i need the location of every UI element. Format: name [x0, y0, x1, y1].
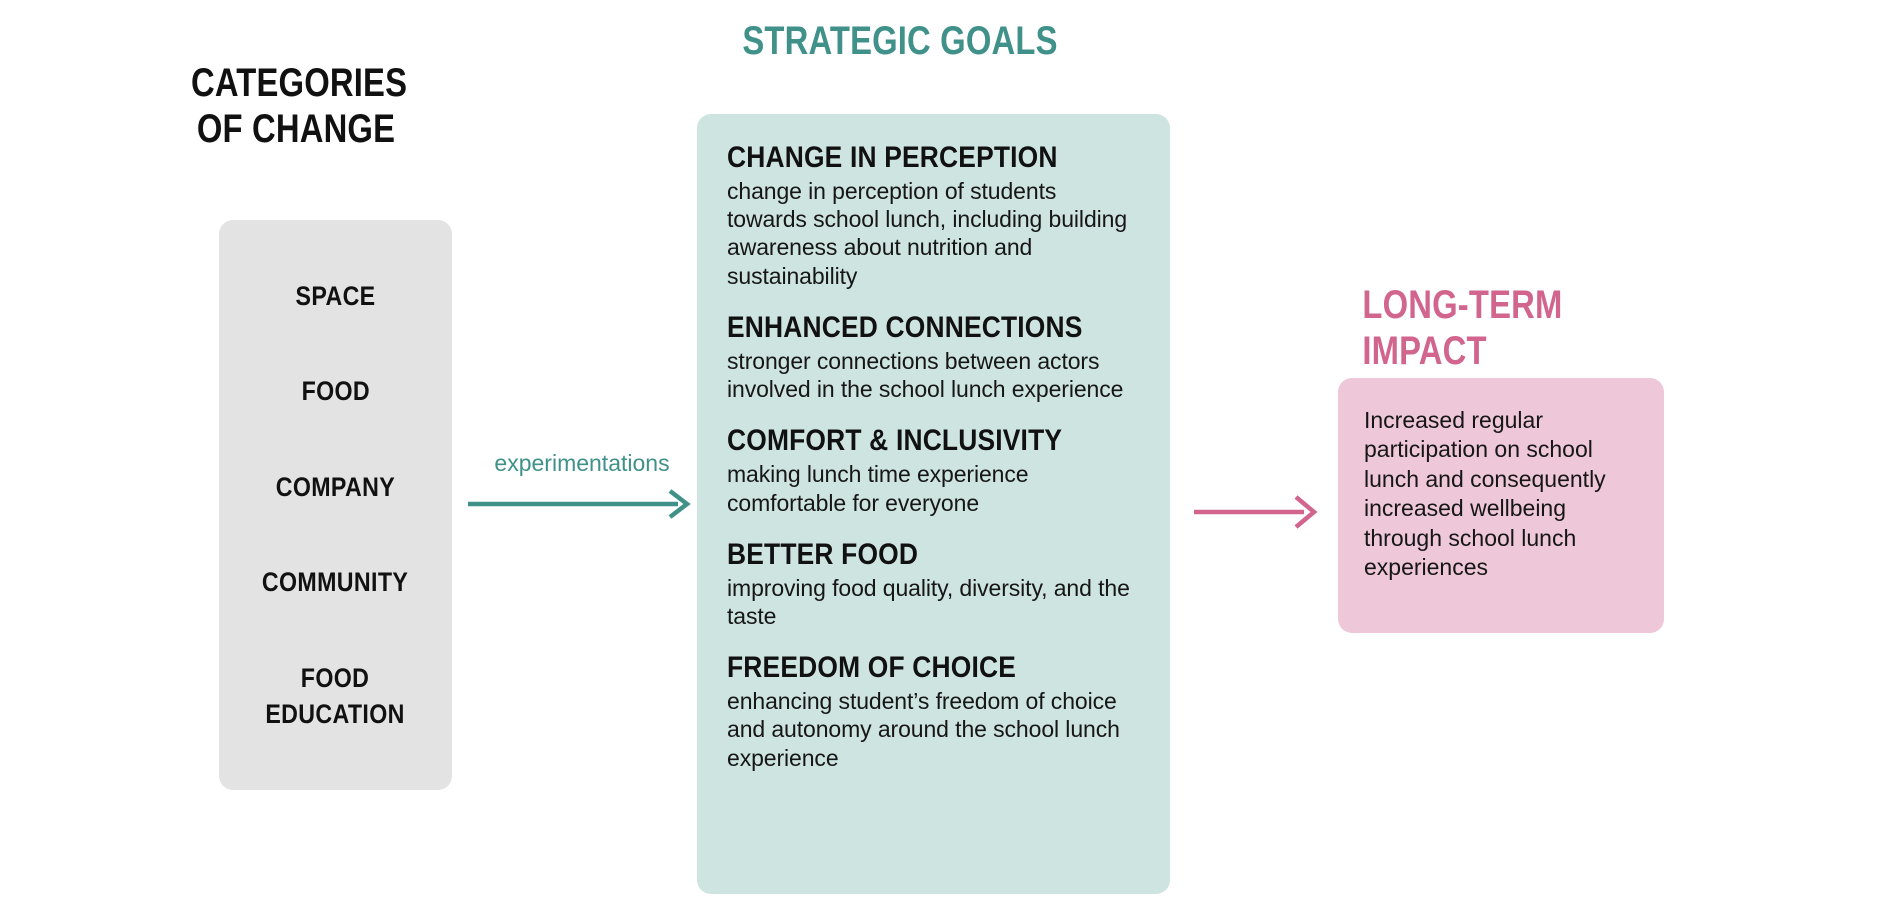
category-item-company[interactable]: COMPANY — [275, 471, 396, 502]
categories-heading: CATEGORIES OF CHANGE — [191, 61, 408, 152]
goal-description: improving food quality, diversity, and t… — [727, 574, 1130, 629]
goal-description: enhancing student’s freedom of choice an… — [727, 688, 1120, 771]
arrow-right-icon — [1194, 495, 1318, 529]
goal-item-change-in-perception[interactable]: CHANGE IN PERCEPTION change in perceptio… — [727, 141, 1140, 290]
goal-description: stronger connections between actors invo… — [727, 347, 1124, 403]
long-term-impact-heading: LONG-TERM IMPACT — [1362, 283, 1563, 374]
goal-title: ENHANCED CONNECTIONS — [727, 310, 1083, 344]
goal-item-better-food[interactable]: BETTER FOOD improving food quality, dive… — [727, 537, 1140, 630]
goal-title: BETTER FOOD — [727, 537, 919, 571]
goal-title: CHANGE IN PERCEPTION — [727, 141, 1058, 174]
experimentations-label: experimentations — [494, 450, 670, 476]
categories-column: CATEGORIES OF CHANGE — [168, 60, 424, 153]
long-term-impact-text: Increased regular participation on schoo… — [1364, 407, 1606, 581]
goal-item-freedom-of-choice[interactable]: FREEDOM OF CHOICE enhancing student’s fr… — [727, 651, 1140, 772]
long-term-impact-panel: Increased regular participation on schoo… — [1338, 378, 1664, 633]
strategic-goals-heading: STRATEGIC GOALS — [742, 19, 1058, 63]
category-item-community[interactable]: COMMUNITY — [262, 567, 409, 598]
goal-title: COMFORT & INCLUSIVITY — [727, 424, 1063, 458]
goal-item-comfort-and-inclusivity[interactable]: COMFORT & INCLUSIVITY making lunch time … — [727, 424, 1140, 516]
strategic-goals-panel: CHANGE IN PERCEPTION change in perceptio… — [697, 114, 1170, 894]
categories-panel: SPACE FOOD COMPANY COMMUNITY FOOD EDUCAT… — [219, 220, 452, 790]
category-item-food-education[interactable]: FOOD EDUCATION — [265, 662, 406, 729]
experimentations-connector: experimentations — [466, 452, 698, 532]
goal-item-enhanced-connections[interactable]: ENHANCED CONNECTIONS stronger connection… — [727, 310, 1140, 403]
goal-description: making lunch time experience comfortable… — [727, 461, 1029, 516]
category-item-space[interactable]: SPACE — [295, 280, 376, 311]
goal-title: FREEDOM OF CHOICE — [727, 651, 1016, 685]
category-item-food[interactable]: FOOD — [301, 376, 370, 407]
arrow-right-icon — [468, 489, 691, 519]
goal-description: change in perception of students towards… — [727, 178, 1128, 289]
